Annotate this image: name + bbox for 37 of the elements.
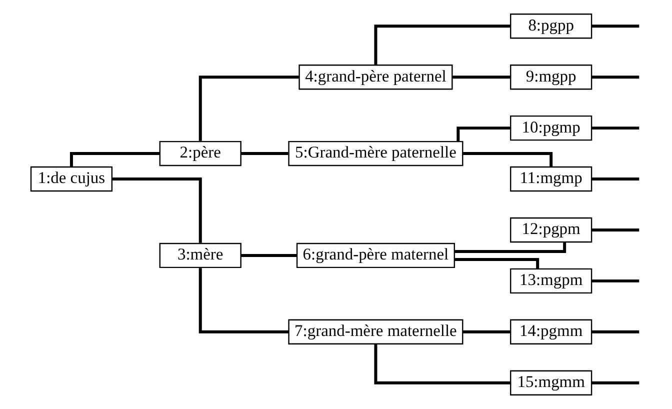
connector <box>241 152 288 156</box>
node-box: 14:pgmm <box>510 319 592 344</box>
node-box: 7:grand-mère maternelle <box>288 319 464 344</box>
node-box: 8:pgpp <box>510 14 592 39</box>
connector <box>454 258 540 269</box>
node-box: 12:pgpm <box>510 217 592 243</box>
connector <box>374 24 510 65</box>
connector <box>374 344 510 384</box>
node-box: 9:mgpp <box>510 64 592 90</box>
connector <box>592 178 640 181</box>
connector <box>462 330 511 334</box>
node-box: 15:mgmm <box>510 370 592 396</box>
connector <box>241 254 297 257</box>
connector <box>70 152 160 167</box>
node-box: 5:Grand-mère paternelle <box>288 140 464 166</box>
node-box: 1:de cujus <box>30 166 113 192</box>
node-box: 2:père <box>159 140 242 166</box>
node-box: 3:mère <box>159 242 242 268</box>
node-box: 10:pgmp <box>510 115 592 141</box>
connector <box>592 228 640 232</box>
connector <box>592 330 640 334</box>
connector <box>592 76 640 79</box>
connector <box>112 178 202 243</box>
node-box: 6:grand-père maternel <box>296 242 455 268</box>
connector <box>462 152 553 167</box>
connector <box>456 126 511 142</box>
connector <box>592 279 640 282</box>
node-box: 13:mgpm <box>510 268 592 294</box>
connector <box>592 24 640 28</box>
node-box: 11:mgmp <box>510 166 592 192</box>
connector <box>592 381 640 384</box>
connector <box>198 268 289 334</box>
connector <box>198 76 299 141</box>
connector <box>454 242 566 253</box>
connector <box>592 126 640 130</box>
node-box: 4:grand-père paternel <box>298 64 453 90</box>
connector <box>452 76 510 79</box>
